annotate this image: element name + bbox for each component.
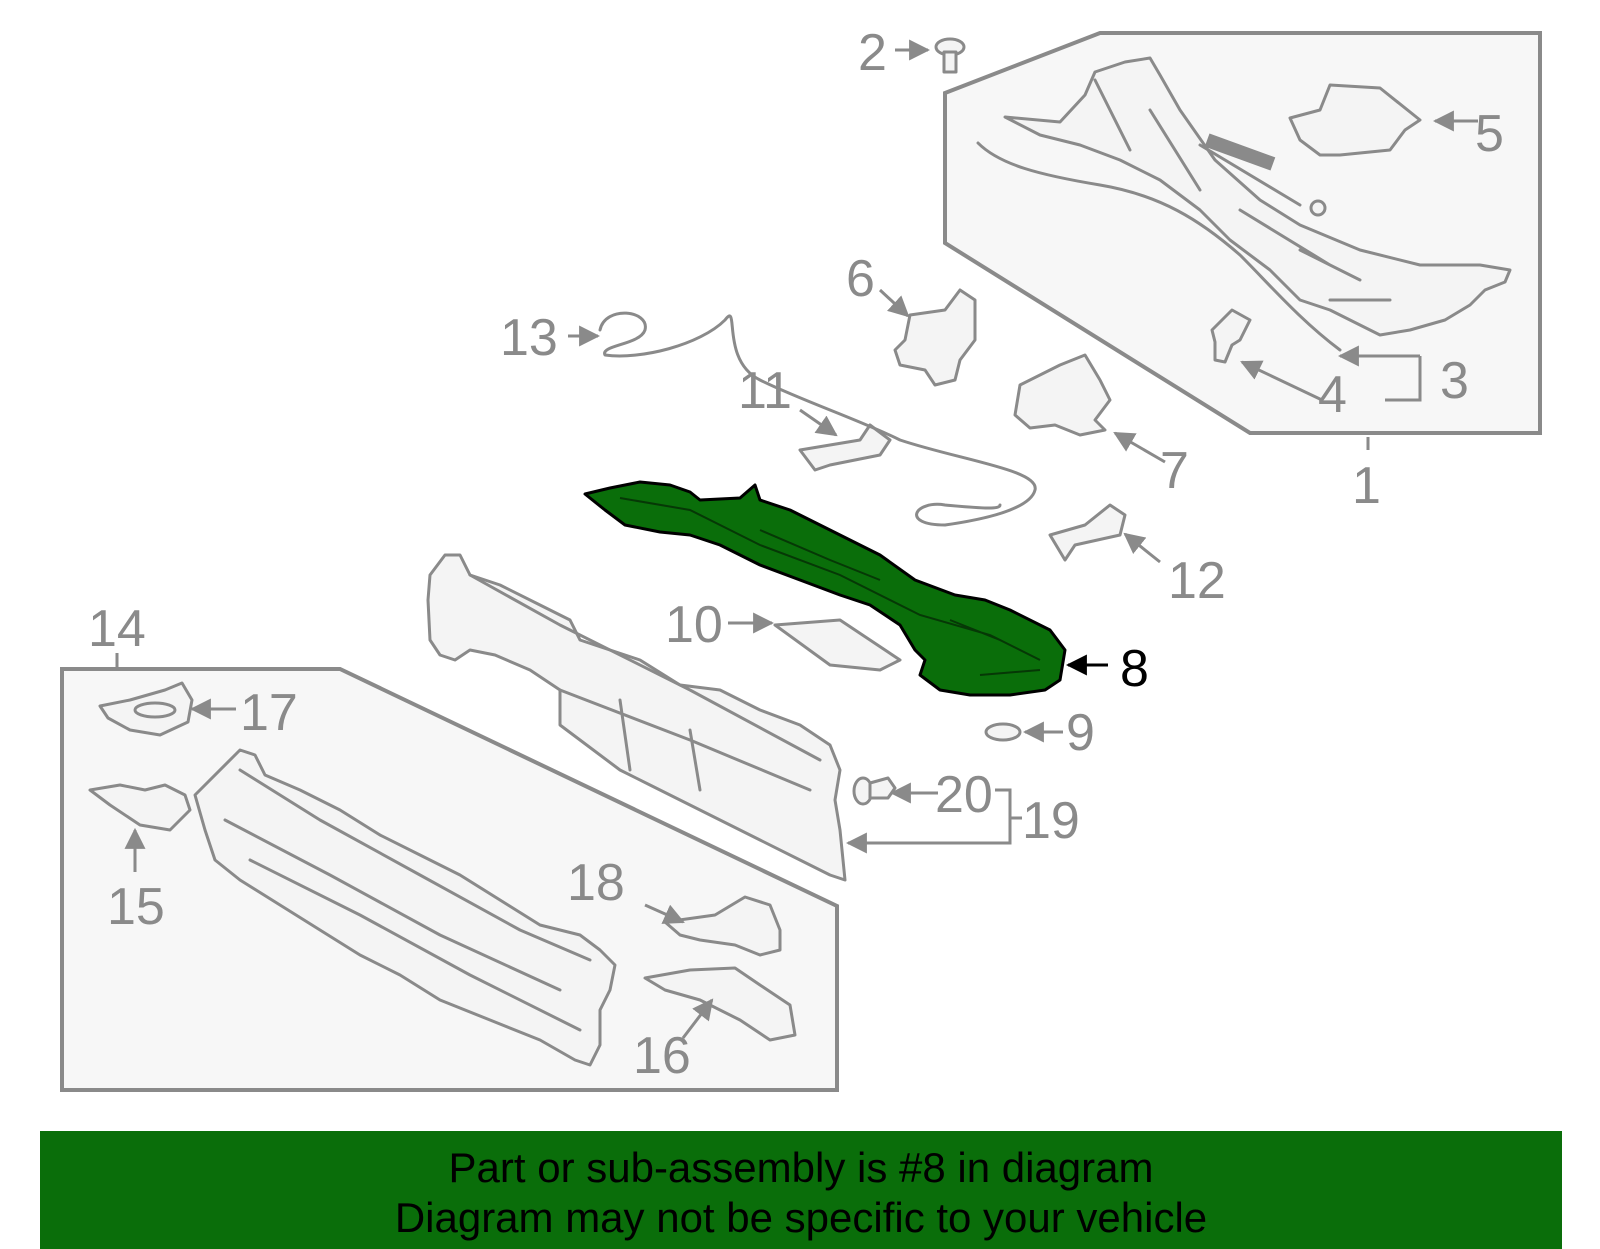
callout-5[interactable]: 5	[1475, 105, 1504, 163]
callout-2[interactable]: 2	[858, 24, 887, 82]
part-10-pad	[773, 618, 902, 672]
part-19-dash-panel	[426, 553, 847, 882]
part-18-bracket	[663, 895, 782, 957]
callout-17[interactable]: 17	[240, 684, 298, 742]
part-16-bracket	[643, 966, 797, 1042]
callout-13[interactable]: 13	[500, 309, 558, 367]
callout-19[interactable]: 19	[1022, 792, 1080, 850]
part-6-wiper-motor	[893, 288, 977, 387]
part-4-clip	[1210, 308, 1252, 364]
part-5-bracket	[1288, 83, 1422, 157]
part-17-hole	[133, 701, 177, 719]
part-14-cowl-panel	[193, 748, 617, 1067]
part-1-hole	[1309, 199, 1327, 217]
callout-10[interactable]: 10	[665, 596, 723, 654]
callout-8[interactable]: 8	[1120, 640, 1149, 698]
part-1-detail	[1093, 78, 1392, 302]
part-2-bolt	[934, 37, 966, 74]
callout-9[interactable]: 9	[1066, 704, 1095, 762]
part-19-detail	[468, 573, 822, 792]
part-13-washer-hose	[598, 311, 1037, 527]
part-20-grommet	[852, 776, 897, 806]
part-3-seal-strip	[976, 141, 1342, 352]
part-1-vent-grille	[1204, 133, 1276, 171]
part-8-detail	[619, 497, 1041, 676]
part-12-bracket	[1048, 503, 1127, 562]
part-11-bracket	[798, 423, 892, 472]
callout-3[interactable]: 3	[1440, 352, 1469, 410]
callout-12[interactable]: 12	[1168, 552, 1226, 610]
part-7-bracket	[1013, 353, 1112, 437]
part-15-bracket	[88, 783, 192, 832]
callout-18[interactable]: 18	[567, 854, 625, 912]
banner-line-2: Diagram may not be specific to your vehi…	[394, 1194, 1208, 1241]
callout-labels: 1 2 3 4 5 6 7 8 9 10 11 12 13 14 15 16 1…	[88, 24, 1504, 1085]
callout-1[interactable]: 1	[1352, 457, 1381, 515]
info-banner: Part or sub-assembly is #8 in diagram Di…	[40, 1131, 1562, 1249]
leader-lines	[115, 39, 1478, 1039]
part-1-cowl-panel	[1003, 56, 1512, 337]
callout-20[interactable]: 20	[935, 766, 993, 824]
callout-14[interactable]: 14	[88, 600, 146, 658]
part-9-washer	[984, 722, 1022, 742]
callout-4[interactable]: 4	[1318, 366, 1347, 424]
callout-16[interactable]: 16	[633, 1027, 691, 1085]
part-8-highlighted-cover[interactable]	[583, 480, 1067, 697]
banner-line-1: Part or sub-assembly is #8 in diagram	[448, 1144, 1154, 1191]
callout-7[interactable]: 7	[1160, 442, 1189, 500]
callout-15[interactable]: 15	[107, 878, 165, 936]
callout-6[interactable]: 6	[846, 250, 875, 308]
callout-11[interactable]: 11	[738, 362, 792, 420]
part-14-detail	[223, 768, 592, 1032]
